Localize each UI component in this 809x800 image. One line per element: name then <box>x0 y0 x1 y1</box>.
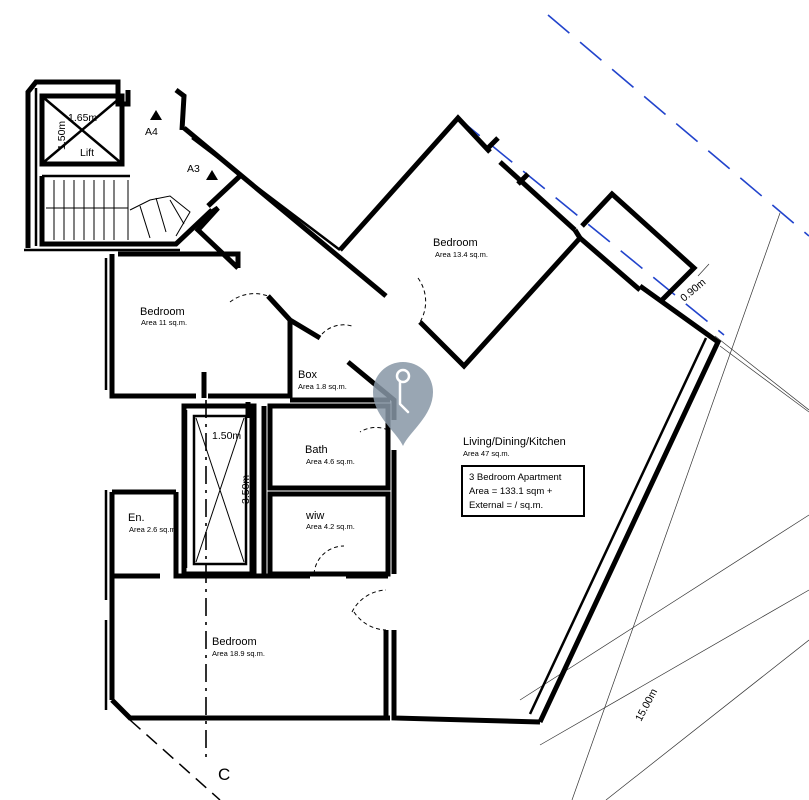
box-area: Area 1.8 sq.m. <box>298 382 347 391</box>
summary-line-3: External = / sq.m. <box>469 500 543 511</box>
location-pin-icon[interactable] <box>373 362 433 446</box>
lift-label: Lift <box>80 147 94 159</box>
entrance-walls <box>182 126 388 298</box>
lift-stair-core <box>24 79 214 252</box>
door-swings <box>229 277 427 631</box>
balcony <box>580 190 698 302</box>
bedroom-left-name: Bedroom <box>140 306 185 318</box>
a3-marker-icon <box>206 170 218 180</box>
shaft-width-label: 1.50m <box>212 430 241 442</box>
bedroom-bottom-name: Bedroom <box>212 636 257 648</box>
living-name: Living/Dining/Kitchen <box>463 436 566 448</box>
bedroom-top-name: Bedroom <box>433 237 478 249</box>
section-marker-c: C <box>218 765 230 784</box>
bath-area: Area 4.6 sq.m. <box>306 457 355 466</box>
bath-name: Bath <box>305 444 328 456</box>
summary-line-1: 3 Bedroom Apartment <box>469 472 562 483</box>
a4-marker-icon <box>150 110 162 120</box>
living-area: Area 47 sq.m. <box>463 449 510 458</box>
living-outer-walls <box>391 236 722 725</box>
bedroom-top-area: Area 13.4 sq.m. <box>435 250 488 259</box>
site-boundary <box>457 14 809 336</box>
marker-a3-label: A3 <box>187 163 200 175</box>
bedroom-left-area: Area 11 sq.m. <box>141 318 187 327</box>
stair-treads <box>46 180 191 240</box>
bedroom-left-walls <box>104 251 322 399</box>
shaft-depth-label: 3.50m <box>240 475 252 504</box>
apartment-summary-box: 3 Bedroom Apartment Area = 133.1 sqm + E… <box>461 465 585 517</box>
lift-depth-label: 1.50m <box>56 121 68 150</box>
bedroom-top-walls <box>338 114 584 370</box>
wiw-name: wiw <box>305 510 324 522</box>
lift-width-label: 1.65m <box>68 112 97 124</box>
frontage-dimension-label: 15.00m <box>633 687 660 724</box>
ensuite-name: En. <box>128 512 145 524</box>
section-line <box>129 719 221 800</box>
bedroom-bottom-walls <box>104 489 390 721</box>
summary-line-2: Area = 133.1 sqm + <box>469 486 553 497</box>
box-name: Box <box>298 369 317 381</box>
ensuite-area: Area 2.6 sq.m. <box>129 525 178 534</box>
marker-a4-label: A4 <box>145 126 158 138</box>
wiw-area: Area 4.2 sq.m. <box>306 522 355 531</box>
bedroom-bottom-area: Area 18.9 sq.m. <box>212 649 265 658</box>
site-lines <box>519 212 809 800</box>
